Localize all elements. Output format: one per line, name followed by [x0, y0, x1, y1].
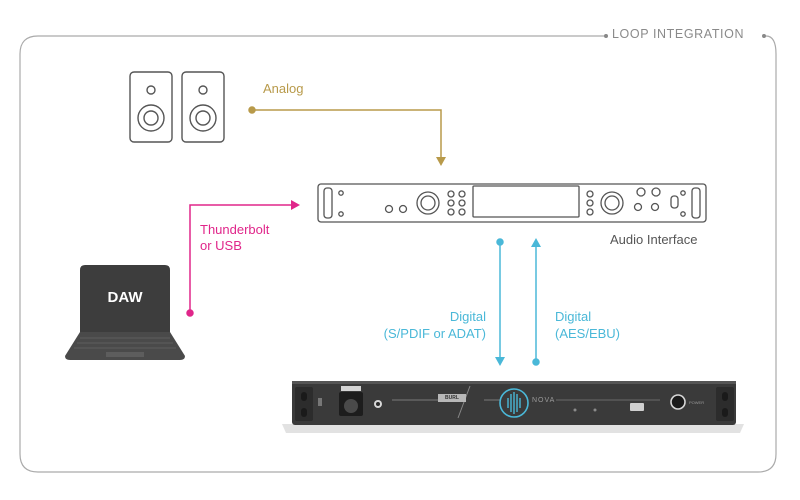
- nova-power-label: POWER: [689, 400, 705, 405]
- nova-badge: BURL: [445, 395, 459, 401]
- digital-connection-spdif-adat: [495, 238, 505, 366]
- thunderbolt-label-line1: Thunderbolt: [200, 222, 270, 237]
- analog-connection: [248, 106, 446, 166]
- speaker-pair-icon: [129, 71, 225, 143]
- rack-audio-interface-icon: [317, 183, 707, 223]
- thunderbolt-label-line2: or USB: [200, 238, 242, 253]
- digital-left-label-line1: Digital: [449, 309, 486, 324]
- frame-dot-left: [604, 34, 608, 38]
- digital-right-label-line2: (AES/EBU): [555, 326, 621, 341]
- digital-connection-aes-ebu: [531, 238, 541, 366]
- digital-left-label-line2: (S/PDIF or ADAT): [383, 326, 486, 341]
- laptop-screen-text: DAW: [107, 289, 143, 306]
- rack-converter-icon: [282, 381, 744, 433]
- frame-dot-right: [762, 34, 766, 38]
- analog-label: Analog: [263, 81, 304, 96]
- digital-right-label-line1: Digital: [555, 309, 592, 324]
- laptop-icon: [65, 265, 185, 360]
- audio-interface-label: Audio Interface: [610, 232, 698, 247]
- frame-border: [19, 35, 777, 473]
- frame-title: LOOP INTEGRATION: [612, 27, 745, 41]
- thunderbolt-connection: [186, 200, 300, 317]
- nova-brand-text: NOVA: [532, 397, 556, 404]
